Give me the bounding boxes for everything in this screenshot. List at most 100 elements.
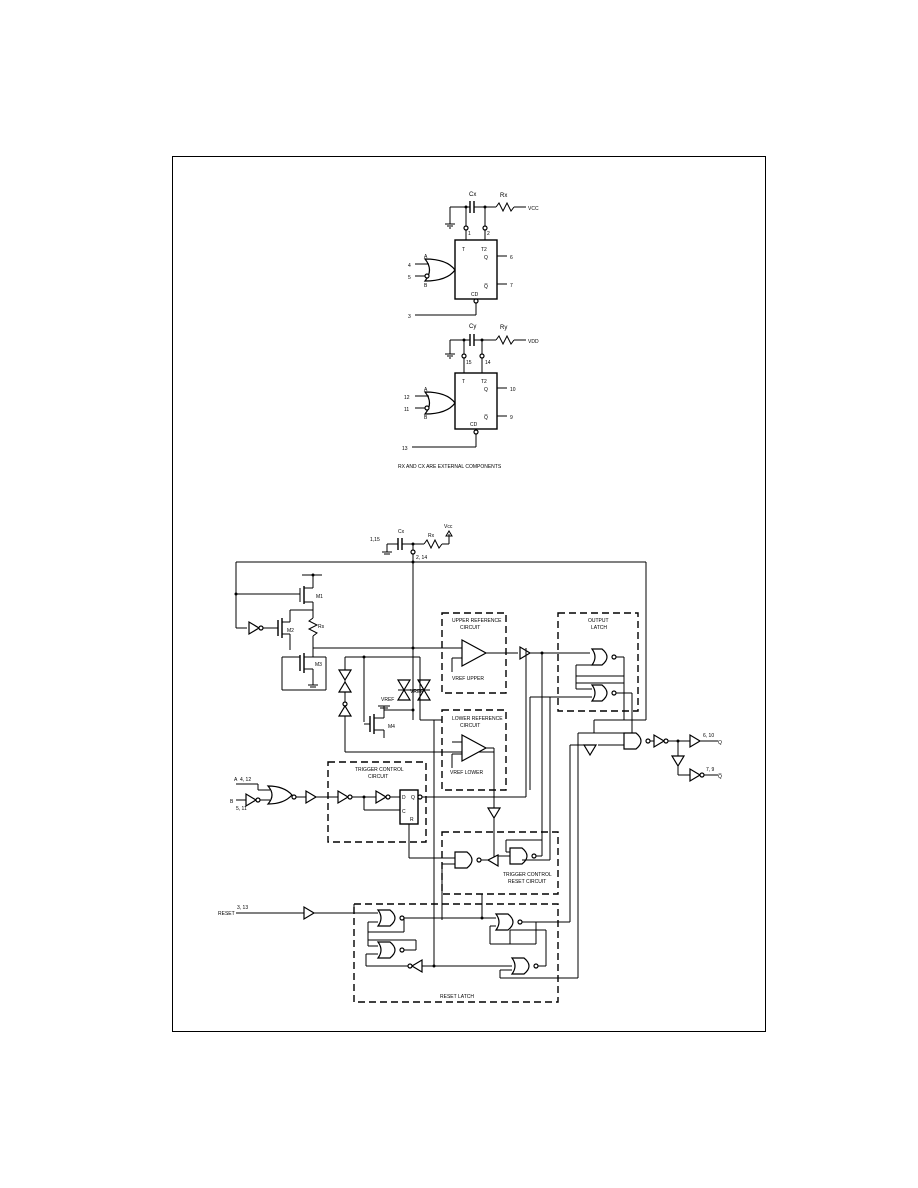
output-latch-box (557, 612, 639, 712)
sch-vref-tgate: VREF (410, 689, 423, 695)
sch-buffer-upper (519, 645, 532, 661)
top-box-qbar: Q̅ (484, 283, 488, 290)
bottom-pin-14: 14 (485, 360, 491, 366)
top-pin-3: 3 (408, 314, 411, 320)
ff-q: Q (411, 795, 415, 801)
bottom-supply-label: VDD (528, 339, 539, 345)
sch-tgate-4 (416, 688, 432, 701)
trig-reset-gate-2 (509, 847, 528, 865)
bottom-box-q: Q (484, 387, 488, 393)
top-pin-2: 2 (487, 231, 490, 237)
bottom-box-qbar: Q̅ (484, 414, 488, 421)
in-b-inverter (245, 792, 258, 808)
top-box-cd: CD (471, 292, 479, 298)
reset-latch-gate-1 (376, 909, 396, 927)
bottom-pin-13: 13 (402, 446, 408, 452)
sch-buffer-in (305, 789, 318, 805)
sch-tgate-1 (396, 679, 412, 692)
bottom-pin-9: 9 (510, 415, 513, 421)
in-a: A (234, 777, 238, 783)
bottom-pin-11: 11 (404, 407, 409, 413)
top-pin-1: 1 (468, 231, 471, 237)
bottom-pin-12: 12 (404, 395, 410, 401)
output-and-gate (623, 732, 642, 750)
sch-tgate-3 (416, 679, 432, 692)
trig-reset-gate-1 (454, 851, 473, 869)
ff-r: R (410, 817, 414, 823)
sch-vref-m4: VREF (381, 697, 394, 703)
in-b: B (230, 799, 234, 805)
q-output-buffer (689, 733, 702, 749)
sch-inverter-m2 (248, 620, 261, 636)
bottom-box-t2: T2 (481, 379, 487, 385)
caption: RX AND CX ARE EXTERNAL COMPONENTS (398, 464, 502, 470)
trigger-reset-box (441, 831, 559, 895)
bottom-gate-a: A (424, 387, 428, 393)
sch-m1: M1 (316, 594, 323, 600)
reset-latch-label: RESET LATCH (440, 994, 474, 1000)
lower-vref-text: VREF LOWER (450, 770, 483, 776)
sch-buffer-3 (337, 704, 353, 717)
upper-comparator (461, 638, 488, 668)
qbar-output-buffer (689, 767, 702, 783)
main-schematic: 1,15 Cx Rx Vcc 2, 14 M1 (218, 524, 722, 1003)
output-latch-gate-2 (590, 684, 608, 702)
trigger-control-box (327, 761, 427, 843)
bottom-box-t1: T (462, 379, 465, 385)
output-latch-gate-1 (590, 648, 608, 666)
bottom-cap-label: Cy (469, 324, 476, 330)
reset-latch-inverter (410, 958, 423, 974)
reset-latch-gate-2 (376, 941, 396, 959)
bottom-or-gate (423, 391, 456, 415)
output-buffer (653, 733, 666, 749)
ff-d: D (402, 795, 406, 801)
sch-m2: M2 (287, 628, 294, 634)
sch-vcc: Vcc (444, 524, 453, 530)
sch-buffer-2 (337, 680, 353, 693)
sch-pin-1-15: 1,15 (370, 537, 380, 543)
sch-m3: M3 (315, 662, 322, 668)
out-qbar: Q̅ (718, 773, 722, 780)
top-supply-label: VCC (528, 206, 539, 212)
lower-reference-box (441, 709, 507, 791)
reset-latch-box (353, 903, 559, 1003)
ff-c: C (402, 809, 406, 815)
top-cap-label: Cx (469, 192, 476, 198)
bottom-res-label: Ry (500, 325, 507, 331)
top-box-t1: T (462, 247, 465, 253)
bottom-monostable: Cy Ry VDD 15 14 T T2 Q Q̅ CD 10 9 12 11 … (402, 324, 539, 452)
sch-m4: M4 (388, 724, 395, 730)
top-res-label: Rx (500, 193, 507, 199)
reset-latch-gate-3 (494, 913, 514, 931)
top-box-t2: T2 (481, 247, 487, 253)
input-or-gate (266, 785, 293, 805)
top-gate-b: B (424, 283, 428, 289)
sch-buffer-lower (486, 807, 502, 820)
out-q-pins: 6, 10 (703, 733, 714, 739)
upper-vref-text: VREF UPPER (452, 676, 484, 682)
in-b-pins: 5, 11 (236, 806, 247, 812)
lower-comparator (461, 733, 488, 763)
sch-cap-label: Cx (398, 529, 405, 535)
out-q: Q (718, 740, 722, 746)
sch-rs: Rs (318, 624, 325, 630)
top-monostable: Cx Rx VCC 1 2 T T2 Q Q̅ CD 6 7 4 5 A B 3 (408, 192, 539, 320)
trig-reset-inverter (486, 854, 499, 868)
out-qbar-pins: 7, 9 (706, 767, 715, 773)
sch-node-2-14: 2, 14 (416, 555, 427, 561)
top-pin-7: 7 (510, 283, 513, 289)
sch-res-label: Rx (428, 533, 435, 539)
top-or-gate (423, 258, 456, 282)
in-a-pins: 4, 12 (240, 777, 251, 783)
qbar-inverter (670, 755, 686, 768)
top-pin-5: 5 (408, 275, 411, 281)
bottom-gate-b: B (424, 415, 428, 421)
sch-tgate-2 (396, 688, 412, 701)
reset-buffer (303, 905, 316, 921)
